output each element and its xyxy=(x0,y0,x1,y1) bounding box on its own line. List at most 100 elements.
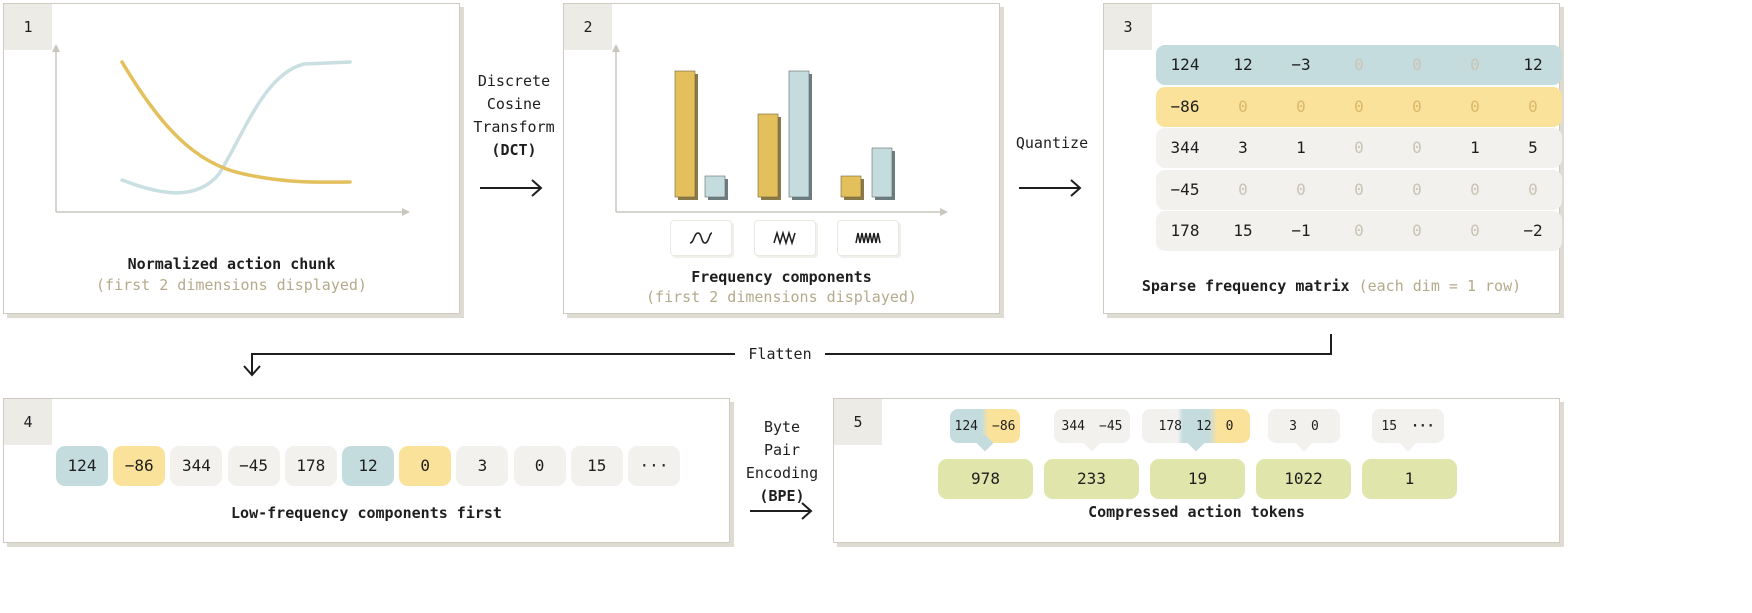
flattened-token: 12 xyxy=(342,446,394,486)
bpe-input-value: −45 xyxy=(1099,418,1123,434)
series-curve-dim2 xyxy=(120,60,352,195)
flattened-token: 178 xyxy=(284,446,337,486)
bpe-input-value: 178 xyxy=(1158,418,1182,434)
bubble-tail xyxy=(1187,434,1205,452)
quantize-arrow xyxy=(1019,179,1082,197)
flatten-connector xyxy=(243,334,1332,377)
compressed-token: 19 xyxy=(1150,459,1245,499)
matrix-cell: 5 xyxy=(1528,138,1538,157)
y-axis-arrowhead xyxy=(52,44,60,52)
bpe-input-value: 15 xyxy=(1381,418,1398,434)
matrix-cell: 0 xyxy=(1470,179,1480,199)
matrix-cell: 0 xyxy=(1354,55,1364,74)
panel-caption: Sparse frequency matrix (each dim = 1 ro… xyxy=(1141,277,1522,295)
series-curve-dim1 xyxy=(120,60,352,184)
compressed-token: 1 xyxy=(1362,459,1457,499)
matrix-cell: −3 xyxy=(1291,55,1311,74)
bpe-input-value: 0 xyxy=(1311,418,1319,434)
bpe-label: Byte Pair Encoding (BPE) xyxy=(745,418,819,505)
matrix-cell: 12 xyxy=(1233,55,1253,74)
matrix-cell: 12 xyxy=(1523,55,1543,74)
matrix-cell: 1 xyxy=(1470,138,1480,157)
flattened-token: 124 xyxy=(56,446,108,486)
flattened-token: −45 xyxy=(227,446,280,486)
matrix-cell: 0 xyxy=(1354,138,1364,157)
matrix-cell: −2 xyxy=(1523,221,1543,240)
panel-subcaption: (first 2 dimensions displayed) xyxy=(646,288,917,306)
matrix-cell: 0 xyxy=(1470,55,1480,74)
panel-caption: Normalized action chunk xyxy=(127,255,336,273)
low-frequency-wave-icon xyxy=(670,220,732,256)
matrix-cell: 3 xyxy=(1238,138,1248,157)
panel-number: 1 xyxy=(4,4,52,50)
panel-caption: Frequency components xyxy=(691,268,872,286)
panel-number: 5 xyxy=(834,399,882,445)
frequency-bar-chart xyxy=(612,44,948,216)
matrix-cell: 124 xyxy=(1170,55,1200,74)
x-axis-arrowhead xyxy=(940,208,948,216)
flatten-label: Flatten xyxy=(735,343,825,366)
panel-number: 3 xyxy=(1104,4,1152,50)
dct-label: Discrete Cosine Transform (DCT) xyxy=(473,72,555,159)
matrix-cell: 344 xyxy=(1170,138,1200,157)
matrix-cell: 0 xyxy=(1354,96,1364,116)
matrix-cell: 15 xyxy=(1233,221,1253,240)
panel-number: 4 xyxy=(4,399,52,445)
matrix-cell: 0 xyxy=(1412,179,1422,199)
bpe-input-bubble: 178 12 0 xyxy=(1142,409,1250,452)
bar-group-mid-frequency xyxy=(757,70,812,200)
quantize-label: Quantize xyxy=(1015,134,1089,152)
bpe-input-value: 124 xyxy=(954,418,978,434)
matrix-cell: 0 xyxy=(1470,96,1480,116)
matrix-cell: 0 xyxy=(1296,179,1306,199)
matrix-cell: 0 xyxy=(1412,55,1422,74)
bubble-tail xyxy=(976,434,994,452)
action-curves-plot xyxy=(52,44,410,216)
matrix-cell: 0 xyxy=(1412,96,1422,116)
ellipsis-token: ··· xyxy=(628,446,680,486)
bubble-tail xyxy=(1295,434,1313,452)
bpe-arrow xyxy=(750,502,813,520)
matrix-cell: 0 xyxy=(1296,96,1306,116)
flattened-token: 3 xyxy=(456,446,509,486)
matrix-cell: 0 xyxy=(1528,96,1538,116)
matrix-row: −86 0 0 0 0 0 0 xyxy=(1156,86,1562,127)
bar-group-low-frequency xyxy=(674,70,728,200)
bar-group-high-frequency xyxy=(840,147,895,200)
panel-caption: Low-frequency components first xyxy=(231,504,502,522)
flattened-token: 0 xyxy=(399,446,452,486)
mid-frequency-wave-icon xyxy=(754,220,816,256)
matrix-cell: −86 xyxy=(1170,96,1200,116)
matrix-cell: 0 xyxy=(1354,221,1364,240)
matrix-cell: 0 xyxy=(1470,221,1480,240)
matrix-row: 124 12 −3 0 0 0 12 xyxy=(1156,45,1562,85)
panel-caption: Compressed action tokens xyxy=(1088,503,1305,521)
bpe-input-value: 0 xyxy=(1225,418,1234,434)
bpe-input-value: 344 xyxy=(1061,418,1085,434)
bpe-input-value: 12 xyxy=(1196,418,1212,434)
compressed-token: 1022 xyxy=(1256,459,1351,499)
matrix-cell: 178 xyxy=(1170,221,1200,240)
high-frequency-wave-icon xyxy=(837,220,899,256)
bpe-input-value: 3 xyxy=(1289,418,1297,434)
flattened-token: 0 xyxy=(513,446,566,486)
compressed-token: 233 xyxy=(1044,459,1139,499)
matrix-cell: 0 xyxy=(1238,179,1248,199)
bubble-tail xyxy=(1083,434,1101,452)
matrix-cell: −1 xyxy=(1291,221,1311,240)
bpe-input-bubble: 344 −45 xyxy=(1054,409,1130,452)
matrix-cell: 0 xyxy=(1528,179,1538,199)
x-axis-arrowhead xyxy=(402,208,410,216)
panel-number: 2 xyxy=(564,4,612,50)
compressed-token: 978 xyxy=(938,459,1033,499)
bpe-input-bubble: 124−86 xyxy=(950,409,1020,452)
matrix-cell: 0 xyxy=(1412,138,1422,157)
matrix-cell: 0 xyxy=(1238,96,1248,116)
